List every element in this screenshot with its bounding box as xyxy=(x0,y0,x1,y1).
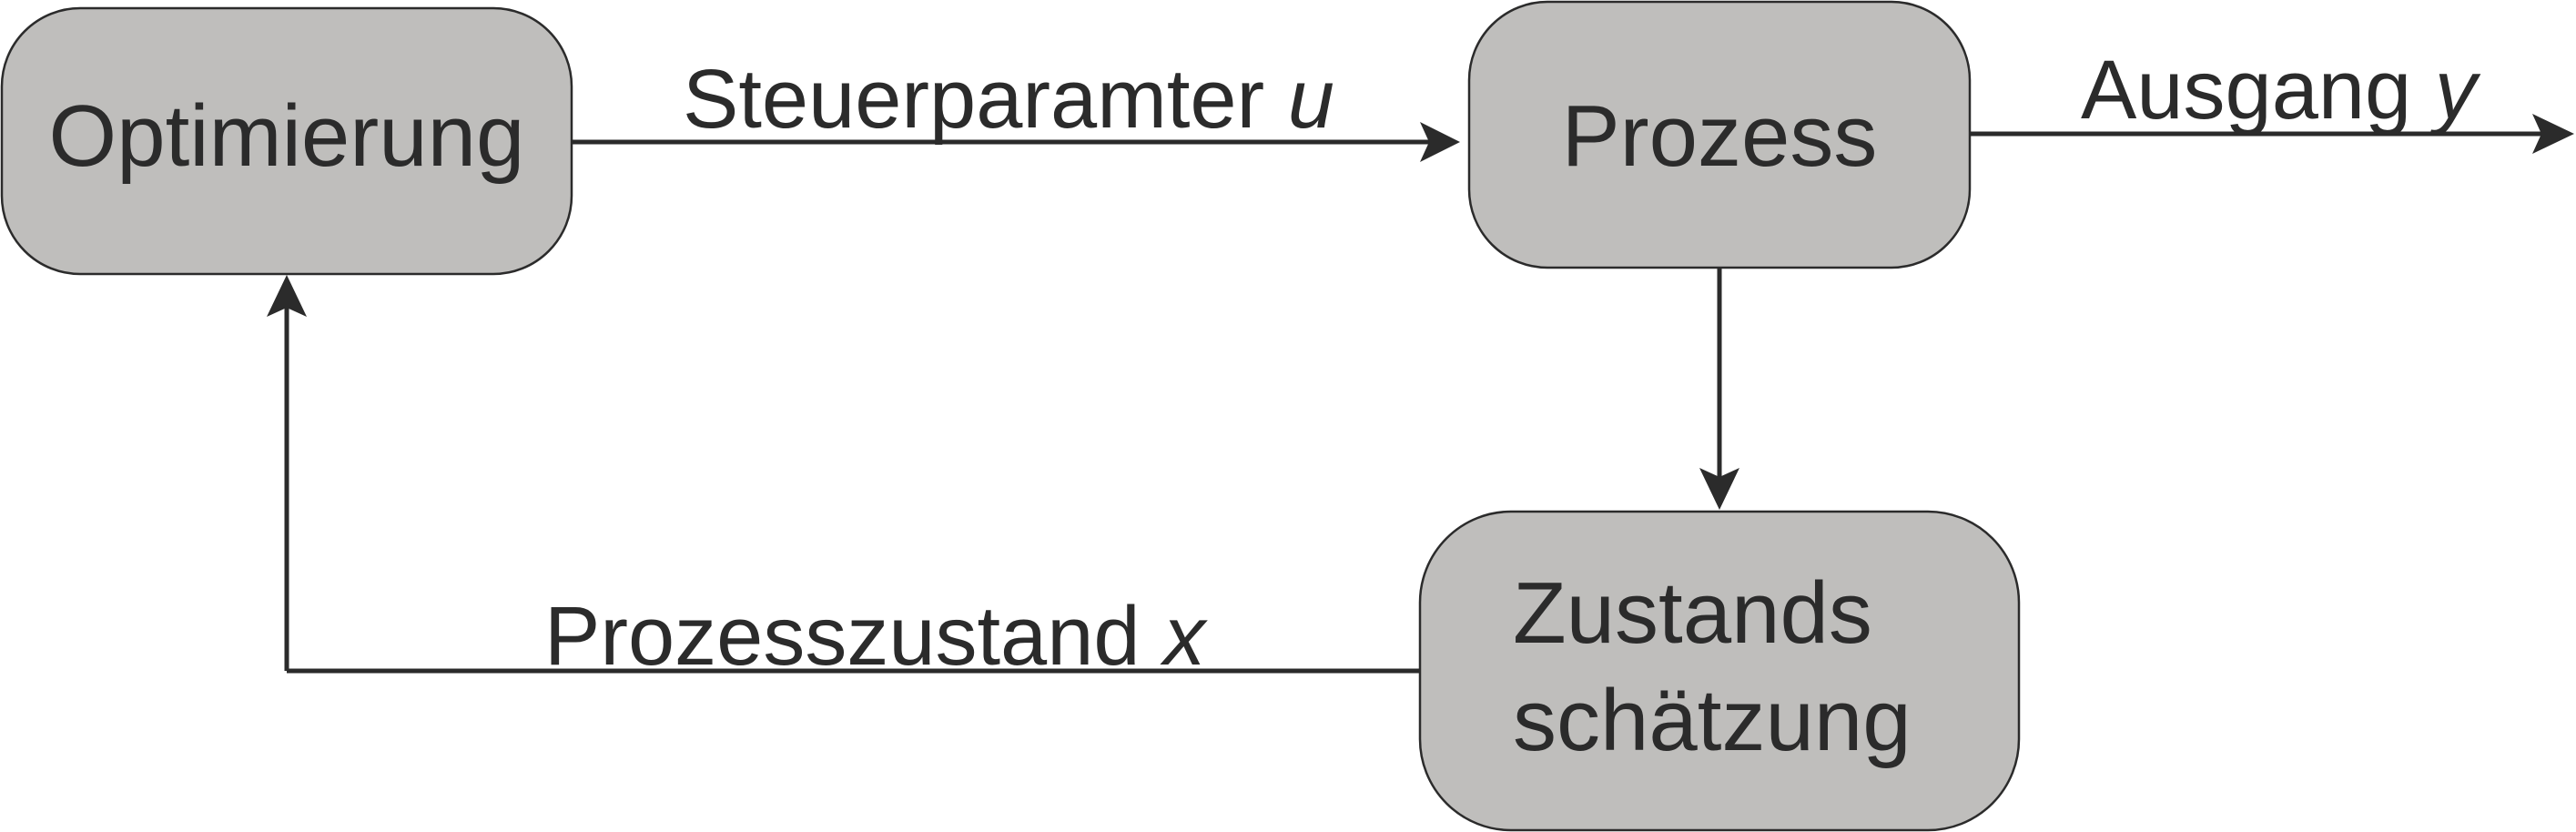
edge-steuerparameter-label: Steuerparamter u xyxy=(683,53,1334,146)
node-zustandsschaetzung-box xyxy=(1418,510,2021,832)
node-zustandsschaetzung: Zustands schätzung xyxy=(1418,510,2021,832)
edge-ausgang: Ausgang y xyxy=(1970,44,2574,154)
edge-ausgang-variable: y xyxy=(2429,44,2481,137)
edge-prozess-down-arrowhead xyxy=(1699,468,1739,510)
edge-steuerparameter: Steuerparamter u xyxy=(572,53,1460,162)
edge-ausgang-label: Ausgang y xyxy=(2081,44,2481,137)
node-zustandsschaetzung-label-line1: Zustands xyxy=(1513,564,1872,662)
edge-steuerparameter-text: Steuerparamter xyxy=(683,53,1288,146)
edge-prozesszustand-label: Prozesszustand x xyxy=(544,590,1208,683)
edge-steuerparameter-arrowhead xyxy=(1420,122,1460,162)
edge-ausgang-arrowhead xyxy=(2532,114,2574,154)
node-optimierung-label: Optimierung xyxy=(49,87,525,185)
node-zustandsschaetzung-label-line2: schätzung xyxy=(1513,672,1912,769)
edge-prozess-to-zustandsschaetzung xyxy=(1699,268,1739,510)
node-optimierung: Optimierung xyxy=(0,6,573,276)
edge-prozesszustand-text: Prozesszustand xyxy=(544,590,1163,683)
node-prozess: Prozess xyxy=(1467,0,1972,269)
edge-steuerparameter-variable: u xyxy=(1288,53,1334,146)
edge-prozesszustand-variable: x xyxy=(1160,590,1208,683)
edge-prozesszustand: Prozesszustand x xyxy=(267,275,1420,683)
node-prozess-label: Prozess xyxy=(1562,87,1878,185)
edge-ausgang-text: Ausgang xyxy=(2081,44,2435,137)
edge-prozesszustand-arrowhead xyxy=(267,275,307,317)
